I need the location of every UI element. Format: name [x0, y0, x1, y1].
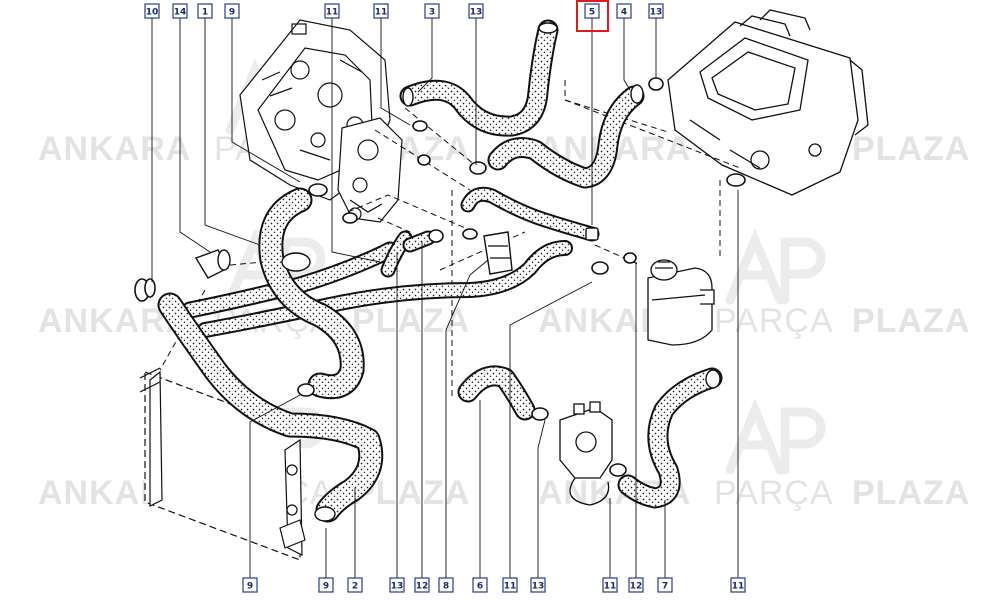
- callout-bottom-7[interactable]: 6: [472, 577, 488, 593]
- clamp-icon: [609, 463, 627, 477]
- hose-3: [399, 19, 559, 137]
- hose-6: [457, 365, 536, 421]
- callout-bottom-11[interactable]: 12: [628, 577, 644, 593]
- clamp-icon: [417, 154, 431, 166]
- callout-top-4[interactable]: 9: [224, 3, 240, 19]
- callout-top-5[interactable]: 11: [324, 3, 340, 19]
- clamp-icon: [412, 120, 428, 132]
- clamp-icon: [648, 77, 664, 91]
- watermark-brand-right: PLAZA: [852, 302, 970, 340]
- hose-lower-radiator: [157, 292, 384, 523]
- callout-label: 1: [202, 8, 208, 18]
- callout-label: 11: [326, 8, 339, 18]
- callout-label: 11: [604, 582, 617, 592]
- callout-top-6[interactable]: 11: [373, 3, 389, 19]
- watermark-brand-left: ANKARA: [38, 130, 191, 168]
- hose-2: [258, 187, 365, 400]
- callout-label: 9: [229, 8, 235, 18]
- callout-bottom-3[interactable]: 2: [347, 577, 363, 593]
- callout-label: 4: [621, 8, 627, 18]
- clamp-icon: [531, 407, 549, 421]
- callout-label: 12: [416, 582, 429, 592]
- clamp-icon: [428, 229, 444, 243]
- clamp-10: [134, 278, 156, 302]
- clamp-icon: [469, 161, 487, 175]
- callout-bottom-12[interactable]: 7: [657, 577, 673, 593]
- callout-top-9-highlighted[interactable]: 5: [576, 0, 609, 32]
- watermark-brand-right: PLAZA: [852, 474, 970, 512]
- callout-label: 7: [662, 582, 668, 592]
- callout-label: 13: [532, 582, 545, 592]
- leader-lines-top: [151, 18, 657, 282]
- callout-label: 5: [589, 8, 595, 18]
- hose-4: [487, 84, 645, 189]
- callout-label: 13: [470, 8, 483, 18]
- clamp-icon: [726, 173, 746, 187]
- callout-bottom-6[interactable]: 8: [438, 577, 454, 593]
- callout-label: 12: [630, 582, 643, 592]
- callout-bottom-10[interactable]: 11: [602, 577, 618, 593]
- clamp-icon: [297, 383, 315, 397]
- callout-bottom-1[interactable]: 9: [242, 577, 258, 593]
- clamp-icon: [591, 261, 609, 275]
- sensor-14: [194, 249, 231, 279]
- callout-top-3[interactable]: 1: [197, 3, 213, 19]
- callout-top-11[interactable]: 13: [648, 3, 664, 19]
- callout-label: 11: [375, 8, 388, 18]
- callout-bottom-5[interactable]: 12: [414, 577, 430, 593]
- highlight-box: [576, 0, 609, 32]
- callout-label: 9: [247, 582, 253, 592]
- callout-label: 2: [352, 582, 358, 592]
- tee-connector: [281, 252, 311, 272]
- watermark-brand-mid: PARÇA: [714, 302, 834, 340]
- fitting-8: [483, 231, 513, 275]
- watermark-brand-right: PLAZA: [352, 302, 470, 340]
- clamp-icon: [308, 183, 328, 197]
- callout-bottom-8[interactable]: 11: [502, 577, 518, 593]
- thermostat-housing-drawing: [559, 401, 613, 506]
- callout-top-7[interactable]: 3: [424, 3, 440, 19]
- callout-label: 3: [429, 8, 435, 18]
- hose-stub-center: [402, 230, 436, 253]
- hose-5: [460, 186, 600, 242]
- callout-label: 10: [146, 8, 159, 18]
- callout-top-10[interactable]: 4: [616, 3, 632, 19]
- callout-bottom-2[interactable]: 9: [318, 577, 334, 593]
- expansion-tank-drawing: [647, 259, 715, 346]
- watermark-brand-right: PLAZA: [852, 130, 970, 168]
- callout-top-1[interactable]: 10: [144, 3, 160, 19]
- clamps: [297, 77, 746, 477]
- clamp-icon: [462, 228, 478, 240]
- callout-label: 8: [443, 582, 449, 592]
- clamp-icon: [342, 212, 358, 224]
- callout-bottom-9[interactable]: 13: [530, 577, 546, 593]
- hose-1: [181, 241, 399, 319]
- ap-logo-icon: [725, 398, 826, 475]
- hose-pipe-lower: [197, 240, 573, 338]
- ap-logo-icon: [725, 228, 826, 305]
- callout-bottom-4[interactable]: 13: [389, 577, 405, 593]
- hose-stub-upper: [380, 230, 413, 278]
- callout-label: 6: [477, 582, 483, 592]
- callout-label: 9: [323, 582, 329, 592]
- leader-lines-bottom: [249, 190, 739, 578]
- heater-box-drawing: [667, 9, 869, 196]
- hose-7: [617, 367, 723, 509]
- callout-top-2[interactable]: 14: [172, 3, 188, 19]
- watermark-brand-mid: PARÇA: [714, 474, 834, 512]
- callout-label: 13: [391, 582, 404, 592]
- callout-top-8[interactable]: 13: [468, 3, 484, 19]
- callout-label: 11: [504, 582, 517, 592]
- callout-label: 11: [732, 582, 745, 592]
- callout-label: 13: [650, 8, 663, 18]
- callout-bottom-13[interactable]: 11: [730, 577, 746, 593]
- clamp-icon: [623, 252, 637, 264]
- assembly-dashed-lines: [159, 80, 741, 400]
- callout-label: 14: [174, 8, 187, 18]
